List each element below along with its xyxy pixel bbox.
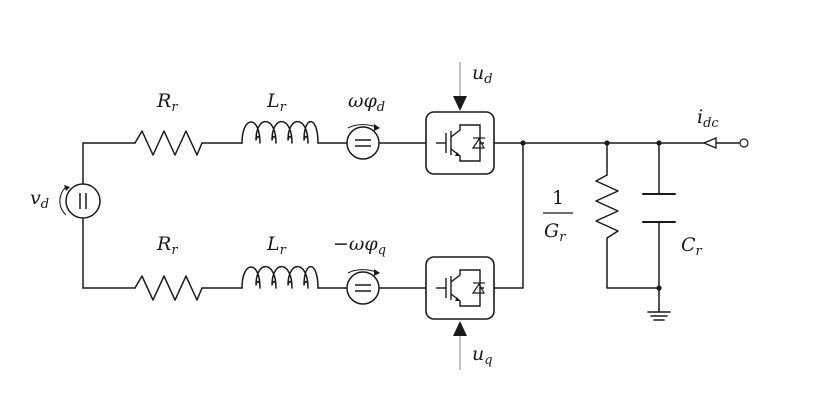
bottom-control-arrow: [453, 321, 467, 336]
bottom-resistor-label: Rr: [157, 233, 178, 258]
dc-current-label: idc: [697, 106, 719, 131]
top-igbt-switch: [425, 111, 495, 175]
bottom-dependent-source: [346, 269, 380, 305]
top-control-arrow: [453, 96, 467, 111]
bottom-inductor-label: Lr: [267, 233, 286, 258]
current-arrow: [702, 137, 717, 149]
conductance-resistor: [595, 174, 619, 239]
conductance-numerator: 1: [552, 187, 565, 209]
top-control-label: ud: [472, 62, 493, 87]
top-inductor-label: Lr: [267, 90, 286, 115]
bottom-igbt-switch: [425, 256, 495, 320]
conductance-denominator: Gr: [544, 220, 566, 245]
capacitor-label: Cr: [681, 234, 702, 259]
top-inductor: [241, 120, 319, 144]
junction-dot: [604, 140, 610, 146]
top-resistor: [134, 130, 203, 156]
voltage-source: [59, 183, 101, 219]
top-resistor-label: Rr: [157, 90, 178, 115]
junction-dot: [656, 140, 662, 146]
bottom-resistor: [134, 275, 203, 301]
bottom-bridge-wire: [493, 142, 524, 289]
junction-dot: [656, 285, 662, 291]
conductance-wire-bottom: [606, 237, 660, 289]
source-voltage-label: vd: [30, 187, 50, 212]
top-dependent-source: [346, 124, 380, 160]
output-terminal: [739, 138, 749, 148]
bottom-dependent-source-label: −ωφq: [333, 233, 387, 258]
junction-dot: [520, 140, 526, 146]
bottom-control-label: uq: [472, 343, 493, 368]
ground-symbol: [647, 311, 671, 321]
top-dependent-source-label: ωφd: [348, 90, 386, 115]
bottom-inductor: [241, 265, 319, 289]
